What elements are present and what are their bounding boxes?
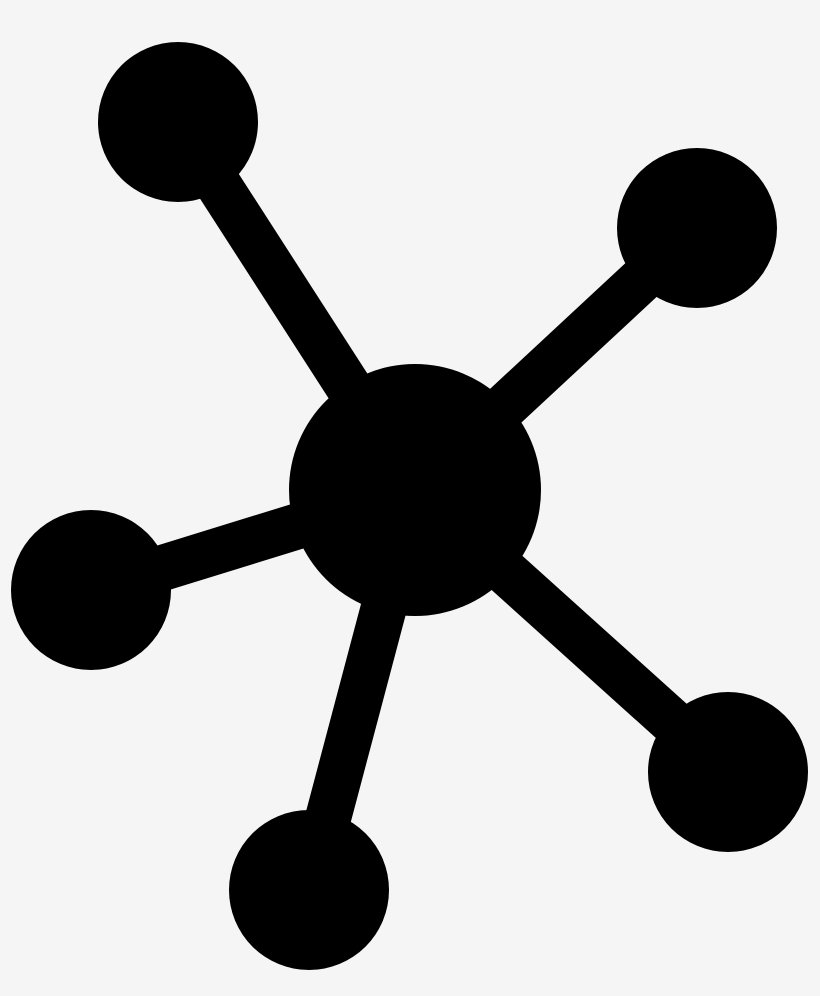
node-bottom <box>229 810 389 970</box>
node-top-left <box>98 42 258 202</box>
node-bottom-right <box>648 692 808 852</box>
node-circles <box>11 42 808 970</box>
node-top-right <box>617 148 777 308</box>
node-left <box>11 510 171 670</box>
hub-node <box>289 364 541 616</box>
